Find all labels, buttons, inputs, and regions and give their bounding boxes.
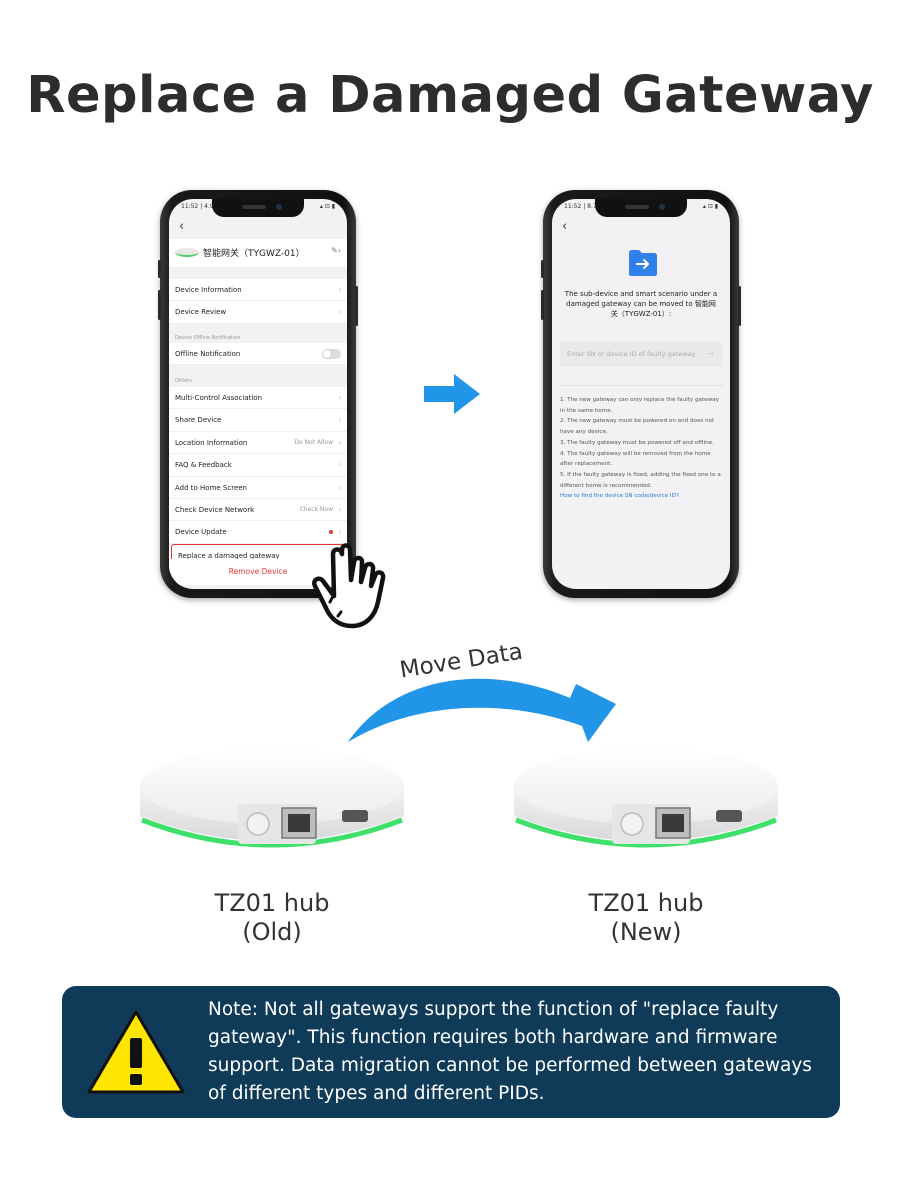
- hub-old-name: TZ01 hub: [214, 889, 330, 917]
- offline-section: Offline Notification: [169, 343, 347, 366]
- section-label: Device Offline Notification: [175, 335, 241, 341]
- hub-old-caption: TZ01 hub (Old): [152, 889, 392, 947]
- right-arrow-icon: [424, 374, 480, 414]
- phone-right-screen: 11:52 | 8.7K ▴ ⊡ ▮ ‹ The sub-device and …: [552, 199, 730, 589]
- chevron-right-icon: ›: [338, 437, 342, 447]
- list-item[interactable]: Multi-Control Association›: [169, 387, 347, 410]
- list-item[interactable]: Device Information›: [169, 279, 347, 302]
- hub-new-image: [514, 748, 778, 848]
- hub-old-tag: (Old): [242, 918, 302, 946]
- hub-new-tag: (New): [610, 918, 682, 946]
- help-link[interactable]: How to find the device SN code/device ID…: [560, 493, 679, 500]
- chevron-right-icon: ›: [338, 307, 342, 317]
- folder-move-icon: [629, 250, 657, 276]
- chevron-right-icon: ›: [338, 504, 342, 514]
- status-icons: ▴ ⊡ ▮: [702, 203, 718, 210]
- note-item: 4. The faulty gateway will be removed fr…: [560, 450, 711, 468]
- hub-thumbnail-icon: [175, 248, 199, 257]
- hub-new-caption: TZ01 hub (New): [526, 889, 766, 947]
- list-item[interactable]: Device Update›: [169, 521, 347, 544]
- sn-input-field[interactable]: Enter SN or device ID of faulty gateway …: [560, 341, 722, 367]
- hub-old-image: [140, 748, 404, 848]
- device-name: 智能网关（TYGWZ-01）: [203, 249, 305, 259]
- move-data-arrow-icon: [348, 678, 616, 742]
- hand-pointer-icon: [312, 543, 386, 629]
- back-chevron-icon[interactable]: ‹: [179, 219, 185, 234]
- list-item[interactable]: Device Review›: [169, 301, 347, 324]
- phone-left-screen: 11:52 | 4.9K ▴ ⊡ ▮ ‹ 智能网关（TYGWZ-01） ✎› D…: [169, 199, 347, 589]
- back-chevron-icon[interactable]: ‹: [562, 219, 568, 234]
- offline-notification-toggle[interactable]: [322, 349, 341, 359]
- others-section: Multi-Control Association› Share Device›…: [169, 387, 347, 567]
- section-label: Others: [175, 378, 192, 384]
- phone-left: 11:52 | 4.9K ▴ ⊡ ▮ ‹ 智能网关（TYGWZ-01） ✎› D…: [158, 190, 358, 598]
- divider: [558, 385, 724, 386]
- migration-description: The sub-device and smart scenario under …: [564, 290, 718, 318]
- page-title: Replace a Damaged Gateway: [26, 66, 874, 125]
- update-dot-badge: [329, 530, 333, 535]
- replacement-notes: 1. The new gateway can only replace the …: [560, 395, 724, 502]
- chevron-right-icon: ›: [338, 482, 342, 492]
- list-item[interactable]: FAQ & Feedback›: [169, 454, 347, 477]
- list-item[interactable]: Add to Home Screen›: [169, 477, 347, 499]
- chevron-right-icon: ›: [338, 393, 342, 402]
- note-banner: Note: Not all gateways support the funct…: [62, 986, 840, 1118]
- note-item: 5. If the faulty gateway is fixed, addin…: [560, 471, 721, 489]
- edit-pencil-icon[interactable]: ✎›: [331, 246, 341, 255]
- status-time: 11:52 | 4.9K: [181, 203, 218, 210]
- status-time: 11:52 | 8.7K: [564, 203, 601, 210]
- note-text: Note: Not all gateways support the funct…: [208, 999, 812, 1104]
- list-item[interactable]: Share Device›: [169, 409, 347, 432]
- arrow-right-icon: →: [707, 349, 714, 358]
- note-item: 2. The new gateway must be powered on an…: [560, 418, 715, 436]
- status-icons: ▴ ⊡ ▮: [319, 203, 335, 210]
- hub-new-name: TZ01 hub: [588, 889, 704, 917]
- warning-icon: [87, 1010, 185, 1094]
- phone-notch: [595, 199, 687, 217]
- device-info-section: Device Information› Device Review›: [169, 279, 347, 324]
- chevron-right-icon: ›: [338, 415, 342, 425]
- chevron-right-icon: ›: [338, 460, 342, 470]
- phone-notch: [212, 199, 304, 217]
- list-item: Offline Notification: [169, 343, 347, 366]
- chevron-right-icon: ›: [338, 527, 342, 537]
- chevron-right-icon: ›: [338, 285, 342, 294]
- phone-right: 11:52 | 8.7K ▴ ⊡ ▮ ‹ The sub-device and …: [541, 190, 741, 598]
- note-item: 3. The faulty gateway must be powered of…: [560, 439, 714, 446]
- device-header[interactable]: 智能网关（TYGWZ-01） ✎›: [169, 239, 347, 267]
- note-item: 1. The new gateway can only replace the …: [560, 397, 719, 414]
